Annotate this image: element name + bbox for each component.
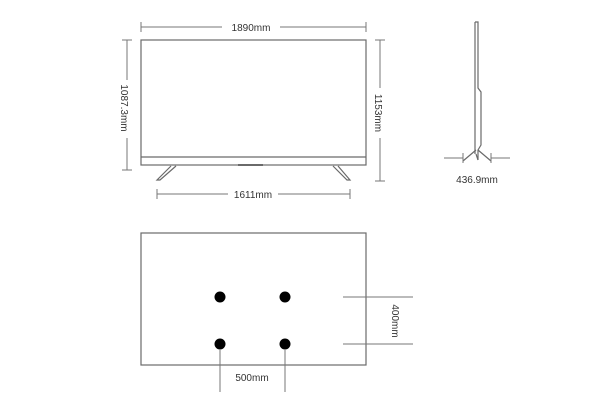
right-foot — [332, 165, 352, 181]
vesa-vertical-label: 400mm — [389, 304, 400, 337]
back-view: 500mm 400mm — [140, 232, 413, 392]
mount-hole-top-left — [214, 291, 226, 303]
mount-hole-bottom-right — [279, 338, 291, 350]
mount-hole-top-right — [279, 291, 291, 303]
width-label: 1890mm — [232, 23, 271, 34]
side-stand — [462, 149, 492, 162]
mount-hole-bottom-left — [214, 338, 226, 350]
height-label: 1087.3mm — [118, 84, 129, 131]
stand-depth-label: 436.9mm — [456, 175, 498, 186]
side-view: 436.9mm — [444, 21, 510, 186]
back-panel-outline — [140, 232, 367, 366]
side-profile — [475, 21, 482, 160]
left-foot — [155, 165, 177, 181]
total-height-label: 1153mm — [372, 94, 383, 132]
screen-outline — [140, 39, 367, 166]
vesa-horizontal-label: 500mm — [235, 373, 268, 384]
ir-sensor-bar — [238, 164, 263, 166]
front-view: 1890mm 1087.3mm 1153mm 1611mm — [118, 22, 385, 201]
stand-span-label: 1611mm — [234, 190, 272, 201]
